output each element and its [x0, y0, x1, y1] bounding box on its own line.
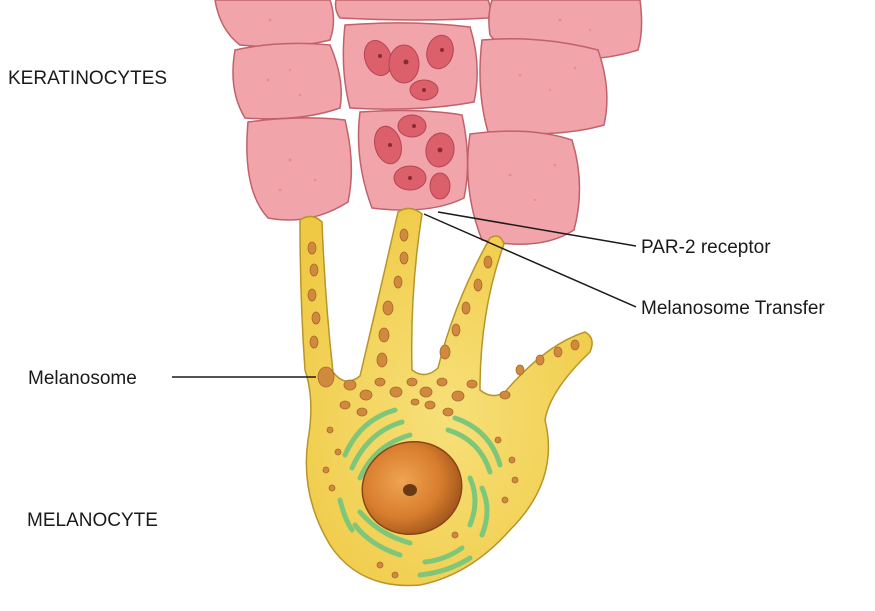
keratinocyte-cell [247, 118, 351, 220]
keratinocyte-layer [215, 0, 642, 244]
keratinocyte-nucleus [430, 173, 450, 199]
melanosome-marker [318, 367, 334, 387]
melanosome-label: Melanosome [28, 369, 137, 388]
nucleolus [403, 484, 417, 496]
melanosome-transfer-label: Melanosome Transfer [641, 299, 825, 318]
melanocyte-label: MELANOCYTE [27, 511, 158, 530]
keratinocyte-nucleus [389, 45, 419, 83]
par2-receptor-label: PAR-2 receptor [641, 238, 771, 257]
keratinocyte-cell [336, 0, 491, 20]
melanocyte-body [300, 208, 592, 585]
melanocyte-cell [300, 208, 592, 585]
keratinocyte-cell [233, 43, 341, 119]
keratinocyte-cell [480, 39, 607, 134]
keratinocytes-label: KERATINOCYTES [8, 69, 167, 88]
keratinocyte-cell [215, 0, 334, 47]
